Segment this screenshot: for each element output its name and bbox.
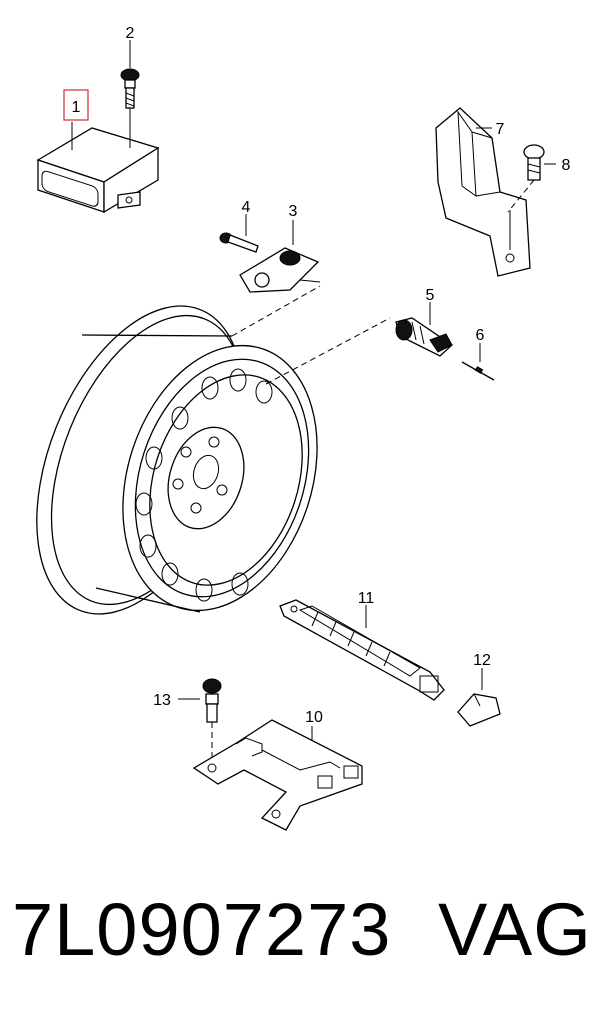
- callout-4: 4: [242, 199, 251, 216]
- callout-10: 10: [305, 709, 323, 726]
- mounting-strip-part-11: [279, 599, 445, 701]
- valve-stem-part-6: [395, 302, 454, 357]
- callout-7: 7: [496, 121, 505, 138]
- holder-part-10: [192, 719, 363, 831]
- callout-12: 12: [473, 652, 491, 669]
- part-number: 7L0907273: [12, 888, 392, 971]
- valve-core-part-5: [461, 343, 495, 381]
- brand-name: VAG: [438, 888, 592, 971]
- callout-1: 1: [72, 99, 81, 116]
- callout-6: 5: [426, 287, 435, 304]
- callout-2: 2: [126, 25, 135, 42]
- callout-13: 13: [153, 692, 171, 709]
- callout-11: 11: [358, 590, 375, 607]
- pressure-sensor-part-3: [239, 220, 321, 293]
- wheel-lug-holes: [172, 436, 228, 514]
- parts-diagram: 1 2 3 4 5 6: [36, 25, 571, 831]
- screw-part-2: [120, 40, 140, 109]
- wheel-vent-holes: [135, 368, 273, 602]
- control-unit-part-1: [36, 104, 160, 214]
- screw-part-8: [507, 144, 556, 213]
- bracket-part-7: [435, 107, 531, 277]
- callout-5: 6: [476, 327, 485, 344]
- callout-1-highlight-box: [63, 89, 89, 121]
- clip-part-12: [457, 668, 501, 727]
- callout-8: 8: [562, 157, 571, 174]
- screw-part-13: [178, 678, 222, 760]
- screw-part-4: [219, 214, 259, 253]
- callout-3: 3: [289, 203, 298, 220]
- steel-wheel: [36, 285, 391, 615]
